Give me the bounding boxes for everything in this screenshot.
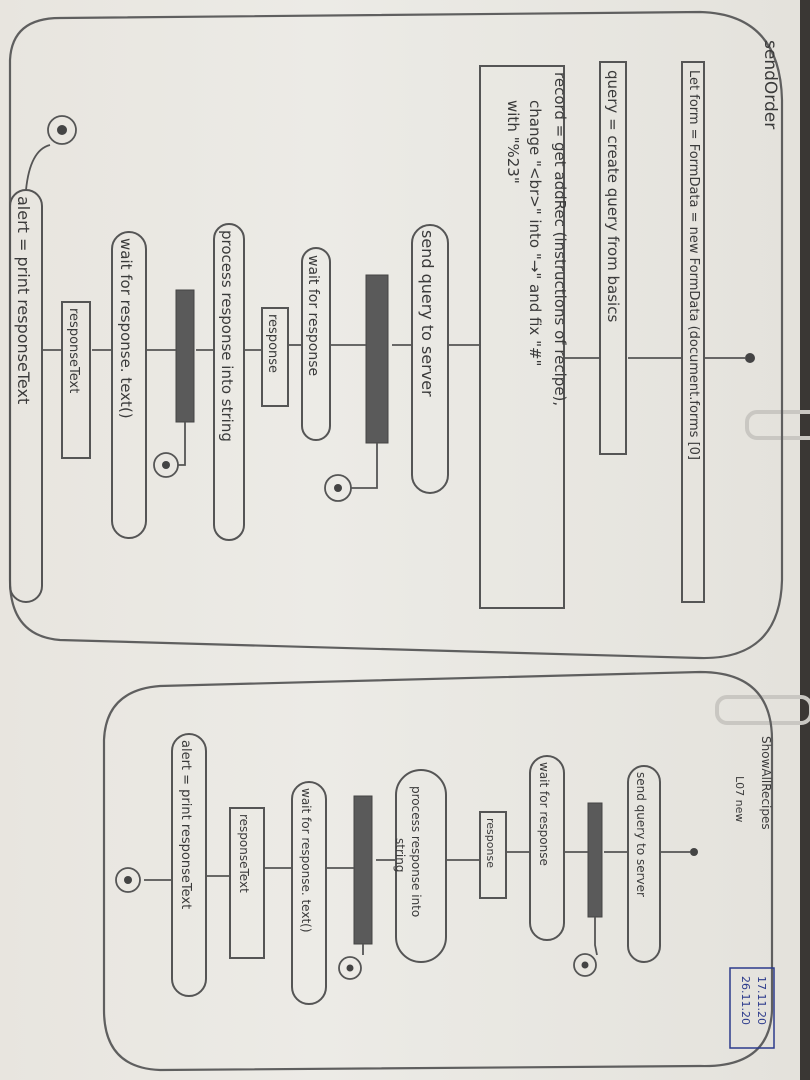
date-box (729, 967, 775, 1049)
wait-response-text: wait for response (305, 255, 321, 376)
record-text-line1: record = get addRec (instructions of rec… (551, 72, 569, 406)
start-node (690, 848, 698, 856)
diagram-send-order: sendOrder Let form = FormData = new Form… (8, 10, 784, 660)
wait-response-text: wait for response (537, 762, 551, 866)
wait-response-action (529, 755, 565, 941)
response-object (479, 811, 507, 899)
flow-final-node (153, 452, 179, 478)
alert-text: alert = print responseText (178, 740, 193, 909)
wait-text-action (111, 231, 147, 539)
send-query-text: send query to server (418, 230, 437, 397)
send-query-action (627, 765, 661, 963)
record-text-line2: change "<br>" into "→" and fix "#" (526, 100, 544, 366)
fork-bar (353, 795, 373, 945)
flow-final-node (338, 956, 362, 980)
flow-final-node (573, 953, 597, 977)
response-text-label: responseText (66, 308, 81, 393)
date-first: 17.11.20 (755, 976, 768, 1025)
query-text: query = create query from basics (604, 70, 622, 322)
wait-text-text: wait for response. text() (299, 788, 313, 933)
record-box (479, 65, 565, 609)
binder-ring-top (745, 410, 810, 440)
diagram-title: sendOrder (760, 40, 780, 129)
date-stamp: 17.11.20 26.11.20 (729, 967, 775, 1049)
end-node-dot (124, 876, 132, 884)
response-text-object (61, 301, 91, 459)
alert-text: alert = print responseText (14, 196, 33, 404)
flow-arrow (25, 144, 51, 191)
fork-bar (587, 802, 603, 918)
fork-bar (365, 274, 389, 444)
response-text-object (229, 807, 265, 959)
header-note: L07 new (733, 776, 746, 822)
flow-final-dot (334, 484, 342, 492)
flow-arrow (594, 917, 598, 956)
process-response-action (213, 223, 245, 541)
diagram-title: ShowAllRecipes (759, 736, 773, 830)
form-data-box (681, 61, 705, 603)
flow-arrow (351, 470, 378, 489)
response-text: response (484, 818, 497, 868)
wait-text-action (291, 781, 327, 1005)
flow-final-dot (346, 964, 354, 972)
fork-bar (175, 289, 195, 423)
form-data-text: Let form = FormData = new FormData (docu… (686, 70, 701, 460)
wait-text-text: wait for response. text() (117, 238, 135, 419)
response-text: response (265, 314, 280, 373)
process-response-action (395, 769, 447, 963)
start-node (745, 353, 755, 363)
end-node (115, 867, 141, 893)
date-second: 26.11.20 (739, 976, 752, 1025)
record-text-line3: with "%23" (504, 100, 522, 184)
diagram-frame (102, 670, 774, 1072)
response-object (261, 307, 289, 407)
send-query-text: send query to server (634, 772, 648, 897)
flow-final-dot (581, 961, 589, 969)
flow-final-dot (162, 461, 170, 469)
response-text-label: responseText (237, 814, 251, 893)
process-response-text: process response into string (218, 230, 236, 442)
end-node-dot (57, 125, 67, 135)
wait-response-action (301, 247, 331, 441)
end-node (47, 115, 77, 145)
query-box (599, 61, 627, 455)
send-query-action (411, 224, 449, 494)
process-response-text-line1: process response into (409, 786, 423, 917)
flow-arrow (178, 422, 186, 466)
diagram-show-all-recipes: ShowAllRecipes L07 new send query to ser… (102, 670, 774, 1072)
alert-action (171, 733, 207, 997)
process-response-text-line2: string (393, 838, 407, 872)
diagram-frame (8, 10, 784, 660)
